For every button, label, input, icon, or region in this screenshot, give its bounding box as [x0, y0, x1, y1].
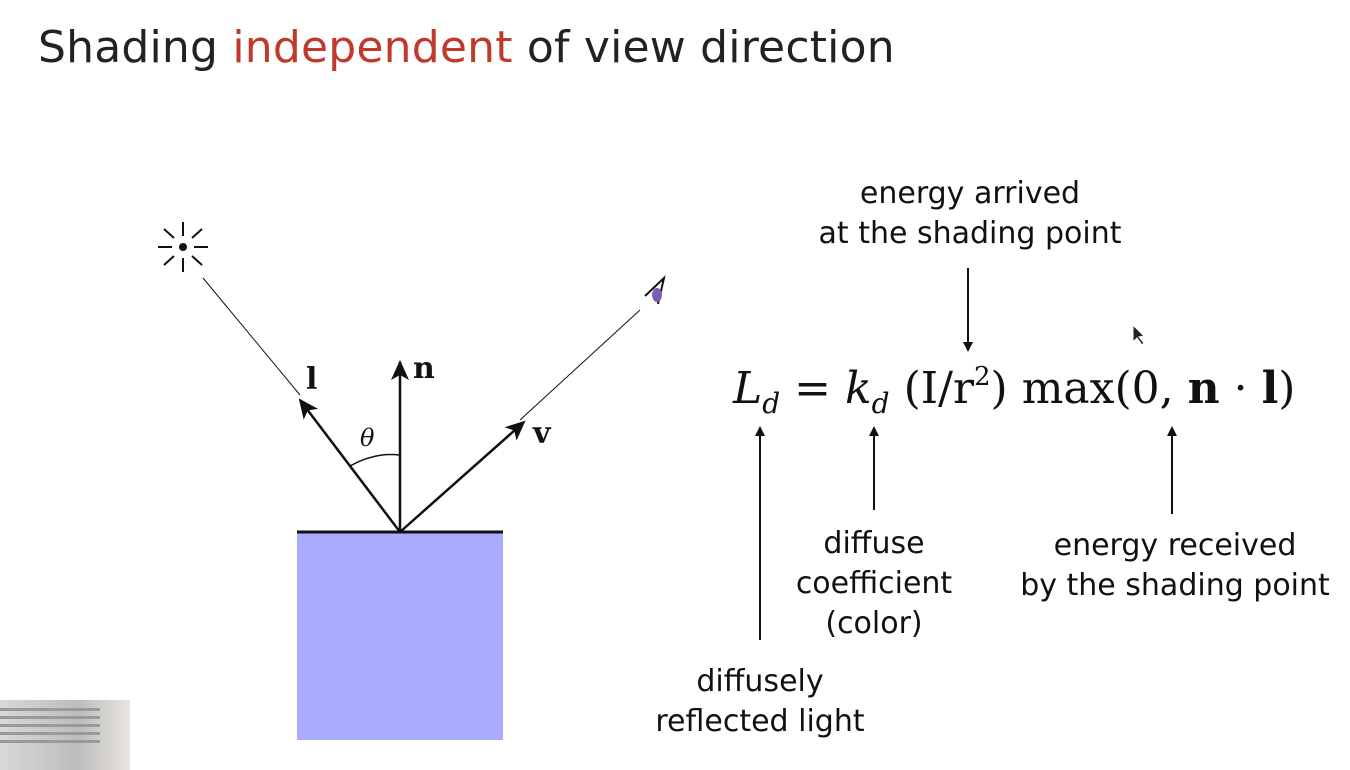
thumb-stripe	[0, 740, 100, 743]
formula-L: L	[733, 363, 763, 414]
diffuse-coefficient-line-1: diffuse	[823, 526, 925, 561]
view-vector-label: v	[532, 416, 552, 451]
formula-close: )	[1278, 363, 1296, 414]
theta-arc	[349, 453, 401, 467]
formula-k-sub: d	[871, 387, 890, 420]
thumb-stripe	[0, 716, 100, 719]
diffusely-reflected-line-2: reflected light	[655, 704, 865, 739]
light-source-icon	[158, 222, 208, 272]
formula-n: n	[1187, 363, 1220, 414]
view-vector-arrow	[399, 420, 526, 533]
formula-ratio-open: (I/r	[889, 363, 974, 414]
thumb-stripe	[0, 708, 100, 711]
energy-received-line-2: by the shading point	[1020, 568, 1330, 603]
formula-ratio-exp: 2	[974, 362, 991, 392]
light-ray	[202, 277, 301, 396]
formula-dot: ·	[1219, 363, 1262, 414]
diffuse-coefficient-line-2: coefficient	[795, 566, 953, 601]
formula-l: l	[1261, 363, 1279, 414]
eye-icon	[644, 274, 666, 305]
energy-arrived-label: energy arrived at the shading point	[815, 174, 1125, 254]
thumb-stripe	[0, 732, 100, 735]
diffusely-reflected-line-1: diffusely	[696, 664, 824, 699]
presenter-thumbnail	[0, 700, 130, 770]
diffuse-shading-formula: Ld = kd (I/r2) max(0, n · l)	[733, 362, 1295, 420]
diffuse-coefficient-label: diffuse coefficient (color)	[784, 524, 964, 644]
mouse-cursor-icon	[1132, 323, 1146, 346]
formula-L-sub: d	[762, 387, 781, 420]
energy-received-line-1: energy received	[1053, 528, 1297, 563]
title-suffix: of view direction	[512, 22, 895, 73]
view-ray	[519, 309, 641, 421]
formula-max: max(0,	[1007, 363, 1188, 414]
theta-label: θ	[360, 424, 375, 452]
energy-arrived-line-2: at the shading point	[818, 216, 1122, 251]
light-vector-label: l	[306, 362, 317, 397]
normal-vector-label: n	[413, 351, 435, 386]
thumb-stripe	[0, 724, 100, 727]
surface-block	[297, 532, 503, 740]
formula-ratio-close: )	[990, 363, 1008, 414]
energy-arrived-line-1: energy arrived	[859, 176, 1081, 211]
energy-received-label: energy received by the shading point	[1010, 526, 1340, 606]
formula-k: k	[845, 363, 872, 414]
title-highlight: independent	[232, 22, 513, 73]
formula-eq: =	[780, 363, 845, 414]
diffusely-reflected-label: diffusely reflected light	[640, 662, 880, 742]
diffuse-coefficient-line-3: (color)	[825, 606, 923, 641]
slide-title: Shading independent of view direction	[38, 22, 895, 73]
title-prefix: Shading	[38, 22, 233, 73]
